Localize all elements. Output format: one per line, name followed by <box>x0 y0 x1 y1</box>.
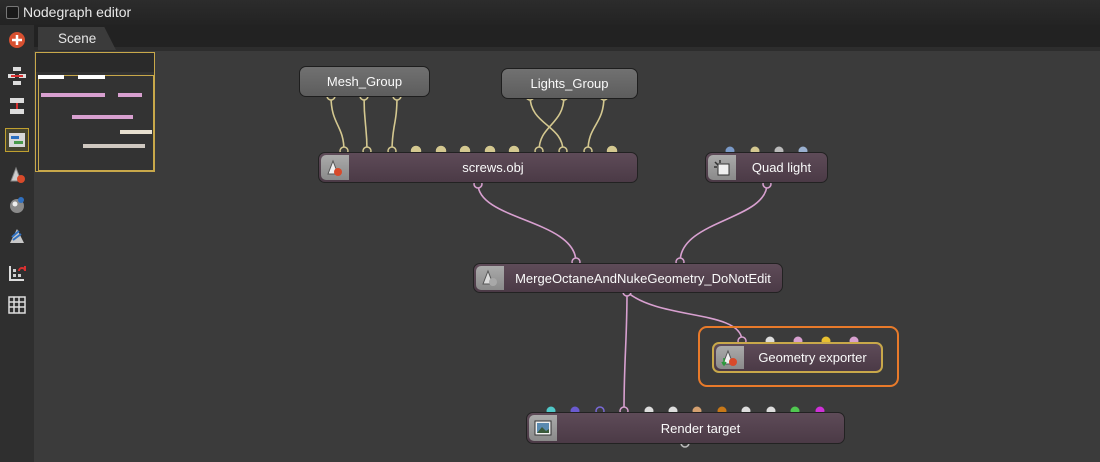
collapse-nodes-tool-icon[interactable] <box>5 64 29 88</box>
node-label: Lights_Group <box>530 76 609 91</box>
wire <box>587 95 605 152</box>
geometry-tool-icon[interactable] <box>5 163 29 187</box>
wire <box>626 291 743 341</box>
tab-bar-underline <box>34 47 1100 51</box>
geometry-export-node-icon <box>716 346 744 369</box>
render-target-node-icon <box>529 415 557 441</box>
wire <box>679 183 768 263</box>
expand-nodes-tool-icon[interactable] <box>5 94 29 118</box>
wire <box>529 95 564 152</box>
minimap-node <box>120 130 152 134</box>
material-tool-icon[interactable] <box>5 193 29 217</box>
node-label: Geometry exporter <box>758 350 867 365</box>
minimap-node <box>72 115 133 119</box>
texture-tool-icon[interactable] <box>5 224 29 248</box>
node-quad-light[interactable]: Quad light <box>705 152 828 183</box>
node-mesh-group[interactable]: Mesh_Group <box>299 66 430 97</box>
window-menu-icon[interactable] <box>6 6 19 19</box>
wire <box>391 95 398 152</box>
tab-scene[interactable] <box>38 27 116 50</box>
node-lights-group[interactable]: Lights_Group <box>501 68 638 99</box>
geometry-node-icon <box>321 155 349 180</box>
node-label: screws.obj <box>462 160 524 175</box>
node-label: Mesh_Group <box>326 74 403 89</box>
minimap-node <box>41 93 105 97</box>
tab-bar <box>34 25 1100 51</box>
minimap-node <box>118 93 142 97</box>
tab-scene-label[interactable]: Scene <box>58 31 97 46</box>
geometry-node-icon <box>476 266 504 290</box>
wire <box>363 95 368 152</box>
node-merge-geometry[interactable]: MergeOctaneAndNukeGeometry_DoNotEdit <box>473 263 783 293</box>
minimap-node <box>83 144 145 148</box>
minimap-toggle-icon[interactable] <box>5 128 29 152</box>
node-geometry-exporter[interactable]: Geometry exporter <box>712 342 883 373</box>
magnet-grid-tool-icon[interactable] <box>5 261 29 285</box>
nodegraph-canvas[interactable] <box>34 51 1100 462</box>
node-label: MergeOctaneAndNukeGeometry_DoNotEdit <box>515 270 771 286</box>
highlight-annotation <box>698 326 899 387</box>
window-title: Nodegraph editor <box>23 4 132 20</box>
grid-tool-icon[interactable] <box>5 293 29 317</box>
recenter-tool-icon[interactable] <box>5 28 29 52</box>
minimap-node <box>38 75 64 79</box>
wire <box>477 183 577 263</box>
wire <box>538 95 565 152</box>
node-screws-obj[interactable]: screws.obj <box>318 152 638 183</box>
node-label: Render target <box>660 420 741 436</box>
minimap-outside-area <box>36 53 154 72</box>
wire <box>330 95 345 152</box>
node-label: Quad light <box>751 160 812 175</box>
minimap[interactable] <box>35 52 155 172</box>
wire <box>623 291 628 412</box>
node-render-target[interactable]: Render target <box>526 412 845 444</box>
minimap-node <box>78 75 105 79</box>
light-node-icon <box>708 155 736 180</box>
